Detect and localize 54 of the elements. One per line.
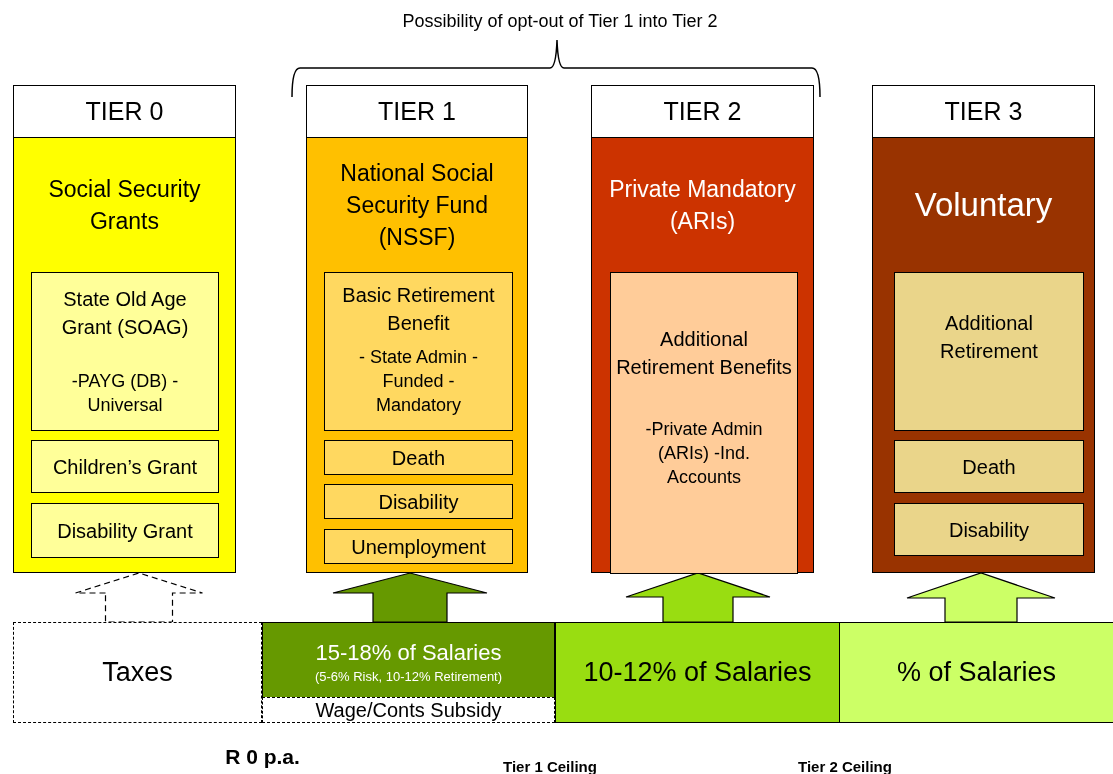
tier-heading: TIER 3 — [944, 95, 1023, 127]
subsidy-box — [262, 697, 555, 723]
tier-subtitle: Voluntary — [914, 189, 1053, 221]
tier-subtitle: National Social Security Fund (NSSF) — [339, 159, 495, 252]
funding-text: % of Salaries — [896, 656, 1057, 690]
tier-heading: TIER 0 — [85, 95, 164, 127]
funding-box — [262, 622, 555, 697]
funding-note: (5-6% Risk, 10-12% Retirement) — [314, 668, 503, 685]
brace-label: Possibility of opt-out of Tier 1 into Tier 2 — [401, 10, 719, 33]
tier-column — [13, 85, 236, 573]
funding-text: Taxes — [102, 656, 173, 690]
benefit-box — [324, 272, 513, 431]
benefit-details: - State Admin -Funded -Mandatory — [357, 346, 480, 417]
amount-label: R 0 p.a. — [224, 744, 301, 770]
funding-box — [555, 622, 840, 723]
funding-text: 15-18% of Salaries — [315, 638, 502, 667]
benefit-title: State Old Age Grant (SOAG) — [60, 287, 190, 340]
benefit-box — [894, 440, 1084, 493]
block-arrow — [906, 572, 1056, 623]
benefit-details: -PAYG (DB) - Universal — [70, 370, 180, 417]
funding-box — [13, 622, 262, 723]
benefit-title: Disability — [377, 489, 460, 515]
benefit-title: Disability — [948, 517, 1030, 543]
benefit-box — [31, 440, 219, 493]
benefit-title: Death — [390, 445, 447, 471]
tier-heading: TIER 1 — [378, 95, 456, 127]
tier-subtitle: Social Security Grants — [47, 175, 202, 236]
funding-text: Wage/Conts Subsidy — [315, 700, 502, 720]
benefit-details: -Private Admin (ARIs) -Ind. Accounts — [644, 418, 764, 489]
tier-column — [872, 85, 1095, 573]
block-arrow — [74, 572, 204, 623]
block-arrow — [332, 572, 488, 623]
benefit-title: Children’s Grant — [51, 454, 199, 480]
benefit-box — [894, 272, 1084, 431]
benefit-title: Additional Retirement Benefits — [615, 327, 793, 380]
tier-subtitle: Private Mandatory (ARIs) — [608, 175, 797, 236]
benefit-box — [894, 503, 1084, 556]
tier-heading: TIER 2 — [663, 95, 742, 127]
tier-column — [306, 85, 528, 573]
block-arrow — [625, 572, 771, 623]
benefit-title: Unemployment — [350, 534, 487, 560]
benefit-box — [31, 272, 219, 431]
benefit-box — [324, 529, 513, 564]
funding-text: 10-12% of Salaries — [583, 656, 812, 690]
tier-column — [591, 85, 814, 573]
benefit-box — [324, 484, 513, 519]
benefit-box — [610, 272, 798, 574]
benefit-title: Basic Retirement Benefit — [341, 283, 496, 336]
benefit-title: Death — [961, 454, 1017, 480]
funding-box — [840, 622, 1113, 723]
benefit-box — [31, 503, 219, 558]
benefit-box — [324, 440, 513, 475]
benefit-title: Disability Grant — [56, 518, 194, 544]
benefit-title: Additional Retirement — [939, 311, 1039, 364]
